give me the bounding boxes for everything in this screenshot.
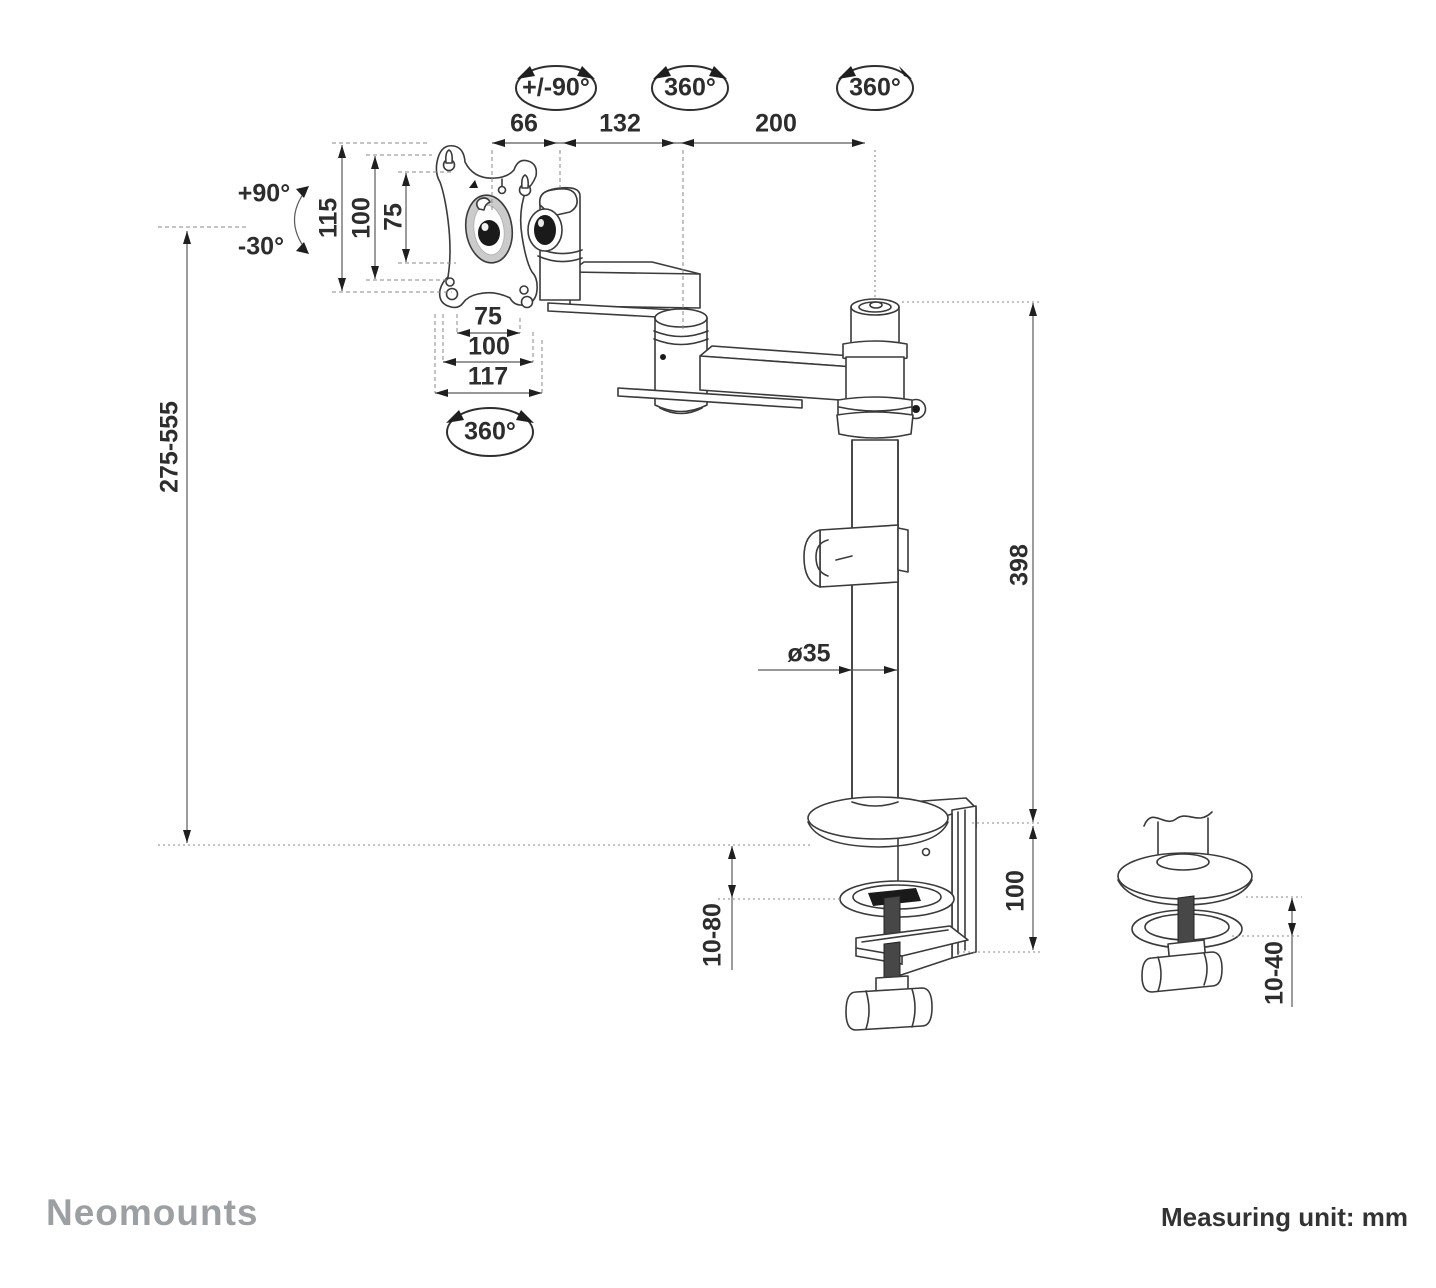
- dim-arm-mid-label: 132: [599, 109, 641, 138]
- dim-vesa-pattern-width-label: 100: [468, 332, 510, 361]
- vesa-rotation-label: 360°: [464, 417, 516, 446]
- pivot-head: [527, 186, 583, 301]
- elbow-swivel-label: 360°: [664, 73, 716, 102]
- neomounts-logo: Neomounts: [46, 1192, 259, 1233]
- vesa-rotation-oval: [446, 407, 534, 457]
- dim-pole-height-label: 398: [1005, 544, 1034, 586]
- pole-swivel-label: 360°: [849, 73, 901, 102]
- dim-clamp-height-label: 100: [1001, 870, 1030, 912]
- dim-pole-diameter-label: ø35: [787, 639, 831, 668]
- dim-vesa-pattern-height-label: 100: [347, 197, 376, 239]
- dim-clamp-range-label: 10-80: [698, 903, 727, 967]
- measuring-unit-note: Measuring unit: mm: [1160, 1202, 1408, 1232]
- grommet-mount-detail: [1117, 811, 1253, 993]
- desk-mount-assembly: [435, 144, 1253, 1031]
- head-swivel-label: +/-90°: [522, 73, 590, 102]
- rotation-ovals: [446, 65, 914, 457]
- clamp-knob: [845, 975, 933, 1031]
- dim-arm-front-label: 66: [510, 109, 538, 138]
- dimension-lines: [158, 142, 1302, 1007]
- dim-height-range-label: 275-555: [155, 401, 184, 493]
- dim-vesa-hole-h-label: 75: [474, 302, 502, 331]
- tilt-down-label: -30°: [237, 232, 285, 261]
- dim-arm-rear-label: 200: [755, 109, 797, 138]
- pole: [851, 439, 899, 809]
- tilt-up-label: +90°: [237, 179, 291, 208]
- head-swivel-oval: [515, 65, 597, 111]
- dim-vesa-plate-height-label: 115: [314, 197, 343, 239]
- cable-clip: [803, 524, 909, 588]
- lower-arm: [617, 345, 881, 409]
- vesa-plate: [435, 144, 538, 309]
- dim-vesa-hole-v-label: 75: [379, 203, 408, 231]
- dim-grommet-range-label: 10-40: [1260, 941, 1289, 1005]
- base-disc: [807, 796, 949, 848]
- elbow-swivel-oval: [651, 65, 729, 111]
- vesa-keyhole-slots: [442, 149, 534, 309]
- dim-vesa-plate-width-label: 117: [467, 362, 509, 391]
- elbow-joint: [653, 308, 709, 415]
- dimension-arrowheads: [183, 139, 1296, 950]
- pole-swivel-oval: [836, 65, 914, 111]
- pole-sleeve: [836, 340, 927, 439]
